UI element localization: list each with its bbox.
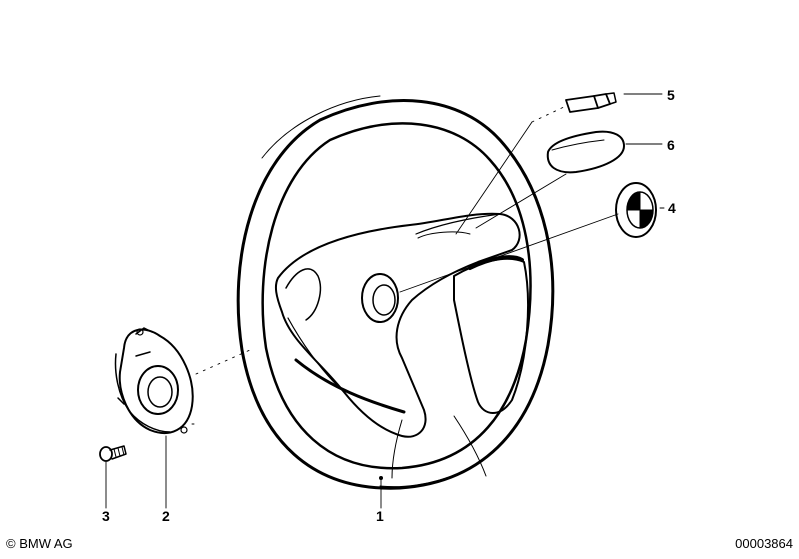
steering-wheel-rim: [236, 95, 555, 490]
hub-centre: [361, 273, 399, 323]
callout-3: 3: [102, 508, 110, 524]
leader-lines: [105, 93, 665, 509]
badge: [615, 182, 657, 238]
copyright-label: © BMW AG: [6, 536, 73, 551]
contact-ring: [114, 327, 194, 434]
callout-5: 5: [667, 87, 675, 103]
cover: [546, 130, 625, 174]
document-number: 00003864: [735, 536, 793, 551]
callout-1: 1: [376, 508, 384, 524]
steering-wheel-hub: [274, 212, 529, 479]
callout-6: 6: [667, 137, 675, 153]
plug: [565, 92, 617, 113]
callout-2: 2: [162, 508, 170, 524]
callout-4: 4: [668, 200, 676, 216]
screw: [99, 445, 127, 462]
